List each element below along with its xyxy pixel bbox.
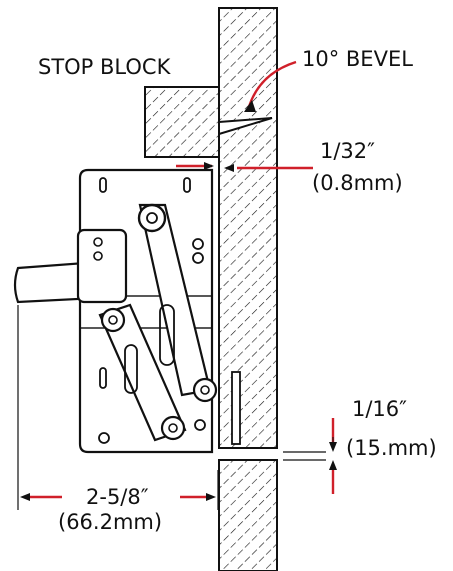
width-metric-label: (66.2mm) <box>58 510 162 534</box>
stop-block-label: STOP BLOCK <box>38 55 172 79</box>
top-gap-dimension <box>176 162 313 172</box>
bottom-gap-dimension <box>283 418 337 494</box>
width-dimension <box>17 305 219 510</box>
top-gap-imperial-label: 1/32″ <box>320 139 375 163</box>
stop-block <box>144 86 273 158</box>
top-gap-metric-label: (0.8mm) <box>312 171 403 195</box>
bevel-label: 10° BEVEL <box>302 47 413 71</box>
latch-handle <box>13 228 128 304</box>
catch-plate <box>231 371 241 445</box>
latch-linkage-arms <box>98 203 218 442</box>
width-imperial-label: 2-5/8″ <box>86 485 149 509</box>
bevel-arrow <box>244 60 297 112</box>
bottom-gap-imperial-label: 1/16″ <box>352 397 407 421</box>
door-frame-lower <box>218 459 278 571</box>
bottom-gap-metric-label: (15.mm) <box>346 436 437 460</box>
door-frame-upper <box>218 7 278 449</box>
